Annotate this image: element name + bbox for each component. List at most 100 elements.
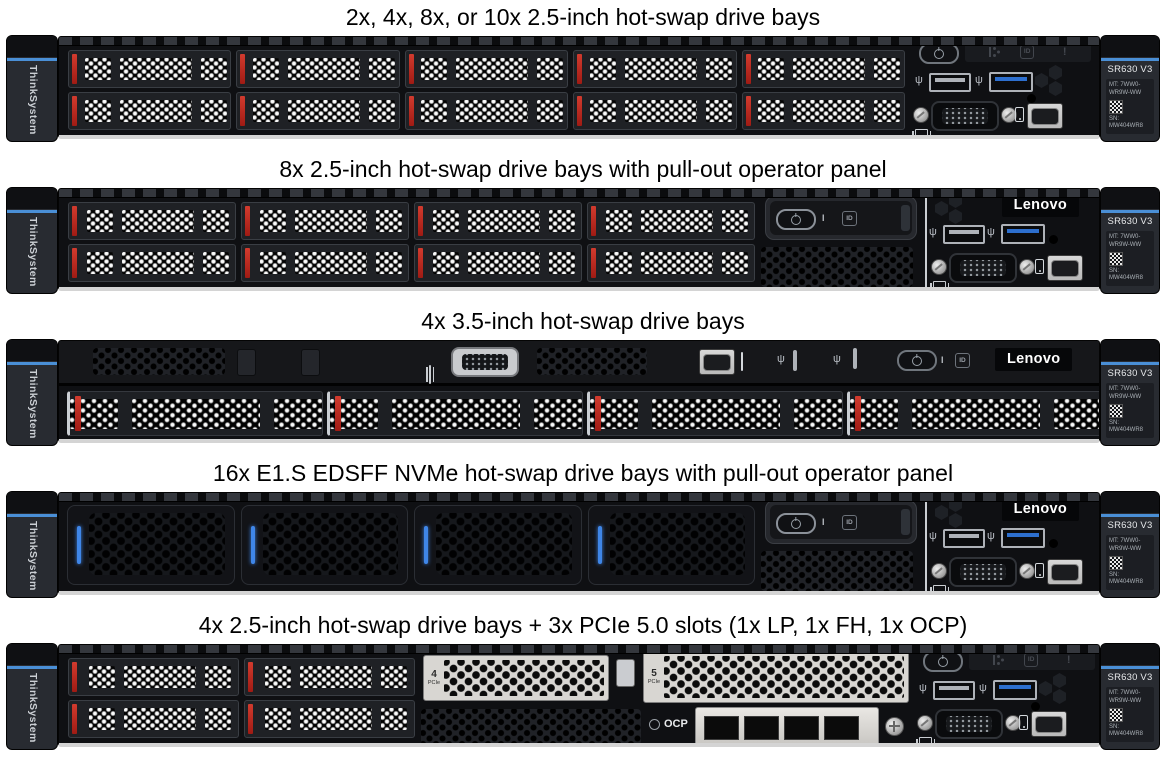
drive-grill xyxy=(84,100,111,122)
drive-grill xyxy=(537,58,564,80)
right-rack-ear: SR630 V3 MT: 7WW0- WR9W-WW SN: MW404WR8 xyxy=(1100,35,1160,142)
usb2-port xyxy=(943,225,985,244)
drive-latch-icon xyxy=(745,96,751,126)
usb2-tongue xyxy=(935,78,965,82)
drive-latch-icon xyxy=(855,396,861,431)
drive-grill xyxy=(537,100,564,122)
network-activity-icon xyxy=(993,654,1001,665)
vga-port xyxy=(931,101,999,131)
front-io-panel: Lenovo ψ ψ xyxy=(925,493,1085,591)
drive-grill xyxy=(376,252,402,274)
top-io-strip: ψ ψ I ID Lenovo xyxy=(59,341,1099,386)
caption-4x25-pcie: 4x 2.5-inch hot-swap drive bays + 3x PCI… xyxy=(198,612,968,638)
drive-grill xyxy=(264,708,291,730)
usb3-port xyxy=(1001,224,1045,244)
drive-grill xyxy=(122,252,194,274)
nmi-pinhole xyxy=(1027,94,1036,103)
slot-5-label: 5 PCIe xyxy=(644,652,664,702)
diagnostics-port xyxy=(1047,559,1083,585)
power-icon xyxy=(912,355,922,366)
drive-tray-2.5 xyxy=(244,658,415,696)
model-label: SR630 V3 xyxy=(1107,368,1153,379)
usb2-port xyxy=(793,350,797,371)
machine-type-label: MT: 7WW0- WR9W-WW xyxy=(1109,690,1142,704)
left-rack-ear: ThinkSystem xyxy=(6,643,58,750)
pcie-slot-4: 4 PCIe xyxy=(423,655,609,701)
chassis: I ID Lenovo ψ ψ xyxy=(58,492,1100,595)
drive-grill xyxy=(253,58,280,80)
ear-top-cap xyxy=(1101,36,1159,57)
section-10x25: 2x, 4x, 8x, or 10x 2.5-inch hot-swap dri… xyxy=(0,3,1166,145)
drive-grill xyxy=(260,252,286,274)
usb3-port xyxy=(989,72,1033,92)
slot-5-number: 5 xyxy=(651,667,657,679)
drive-grill xyxy=(433,210,459,232)
power-icon xyxy=(938,656,948,667)
drive-grill xyxy=(758,58,785,80)
diagnostics-port xyxy=(1047,255,1083,281)
diagnostics-port-inner xyxy=(1051,563,1079,581)
drive-grill xyxy=(288,100,361,122)
server-configurations-figure: 2x, 4x, 8x, or 10x 2.5-inch hot-swap dri… xyxy=(0,0,1166,753)
drive-latch-icon xyxy=(72,662,77,692)
drive-latch-icon xyxy=(335,396,341,431)
bay-led-strip xyxy=(77,526,81,564)
drive-grill xyxy=(421,100,448,122)
drive-grill xyxy=(705,58,732,80)
nmi-pinhole xyxy=(1031,702,1040,711)
drive-grill xyxy=(84,58,111,80)
hex-vent xyxy=(537,348,647,375)
drive-grill xyxy=(468,252,540,274)
service-tag: MT: 7WW0- WR9W-WW SN: MW404WR8 xyxy=(1106,687,1154,743)
drive-latch-icon xyxy=(745,54,751,84)
drive-grill xyxy=(874,100,901,122)
section-4x35: 4x 3.5-inch hot-swap drive bays ThinkSys… xyxy=(0,307,1166,449)
power-led: I xyxy=(822,517,825,527)
drive-grill xyxy=(88,708,115,730)
diagnostics-port-inner xyxy=(703,353,731,371)
id-button: ID xyxy=(842,515,857,530)
pcie-slot-5: 5 PCIe xyxy=(643,651,909,703)
hex-vent xyxy=(761,247,913,287)
drive-latch-icon xyxy=(75,396,81,431)
server-front-10x25: ThinkSystem xyxy=(0,33,1166,145)
slot-4-pcie-text: PCIe xyxy=(427,679,441,686)
drive-grill xyxy=(722,210,748,232)
vga-pins xyxy=(942,108,988,124)
drive-grill xyxy=(123,708,196,730)
drive-latch-icon xyxy=(248,662,253,692)
vga-pins xyxy=(960,564,1006,580)
pcie-riser-zone: 4 PCIe 5 PCIe xyxy=(419,645,913,743)
caption-16xe1s: 16x E1.S EDSFF NVMe hot-swap drive bays … xyxy=(212,460,954,486)
machine-type-label: MT: 7WW0- WR9W-WW xyxy=(1109,386,1142,400)
drive-latch-icon xyxy=(72,248,77,278)
serial-number-label: SN: MW404WR8 xyxy=(1109,419,1144,434)
ear-top-cap xyxy=(1101,188,1159,209)
nmi-pinhole xyxy=(1049,539,1058,548)
ear-accent-stripe xyxy=(7,58,57,61)
ear-top-cap xyxy=(1101,340,1159,361)
drive-latch-icon xyxy=(72,704,77,734)
vga-pins xyxy=(462,354,508,370)
power-button xyxy=(919,43,959,64)
qr-code xyxy=(1109,251,1123,266)
ear-accent-stripe xyxy=(1101,666,1159,669)
panel-pull-handle xyxy=(900,204,911,232)
server-front-8x25: ThinkSystem xyxy=(0,185,1166,297)
ear-accent-stripe xyxy=(1101,362,1159,365)
left-rack-ear: ThinkSystem xyxy=(6,187,58,294)
drive-grill xyxy=(652,398,780,429)
ocp-led xyxy=(649,718,660,730)
chassis-stack: ψ ψ I ID Lenovo xyxy=(59,341,1099,439)
drive-grill xyxy=(606,252,632,274)
id-button: ID xyxy=(842,211,857,226)
vga-pins xyxy=(960,260,1006,276)
vga-pins xyxy=(946,716,992,732)
service-tag: MT: 7WW0- WR9W-WW SN: MW404WR8 xyxy=(1106,79,1154,135)
drive-grill xyxy=(874,58,901,80)
drive-bay-grid xyxy=(59,645,419,743)
riser-latch xyxy=(616,659,635,687)
drive-grill xyxy=(260,210,286,232)
drive-grill xyxy=(589,58,616,80)
display-icon xyxy=(930,281,949,287)
